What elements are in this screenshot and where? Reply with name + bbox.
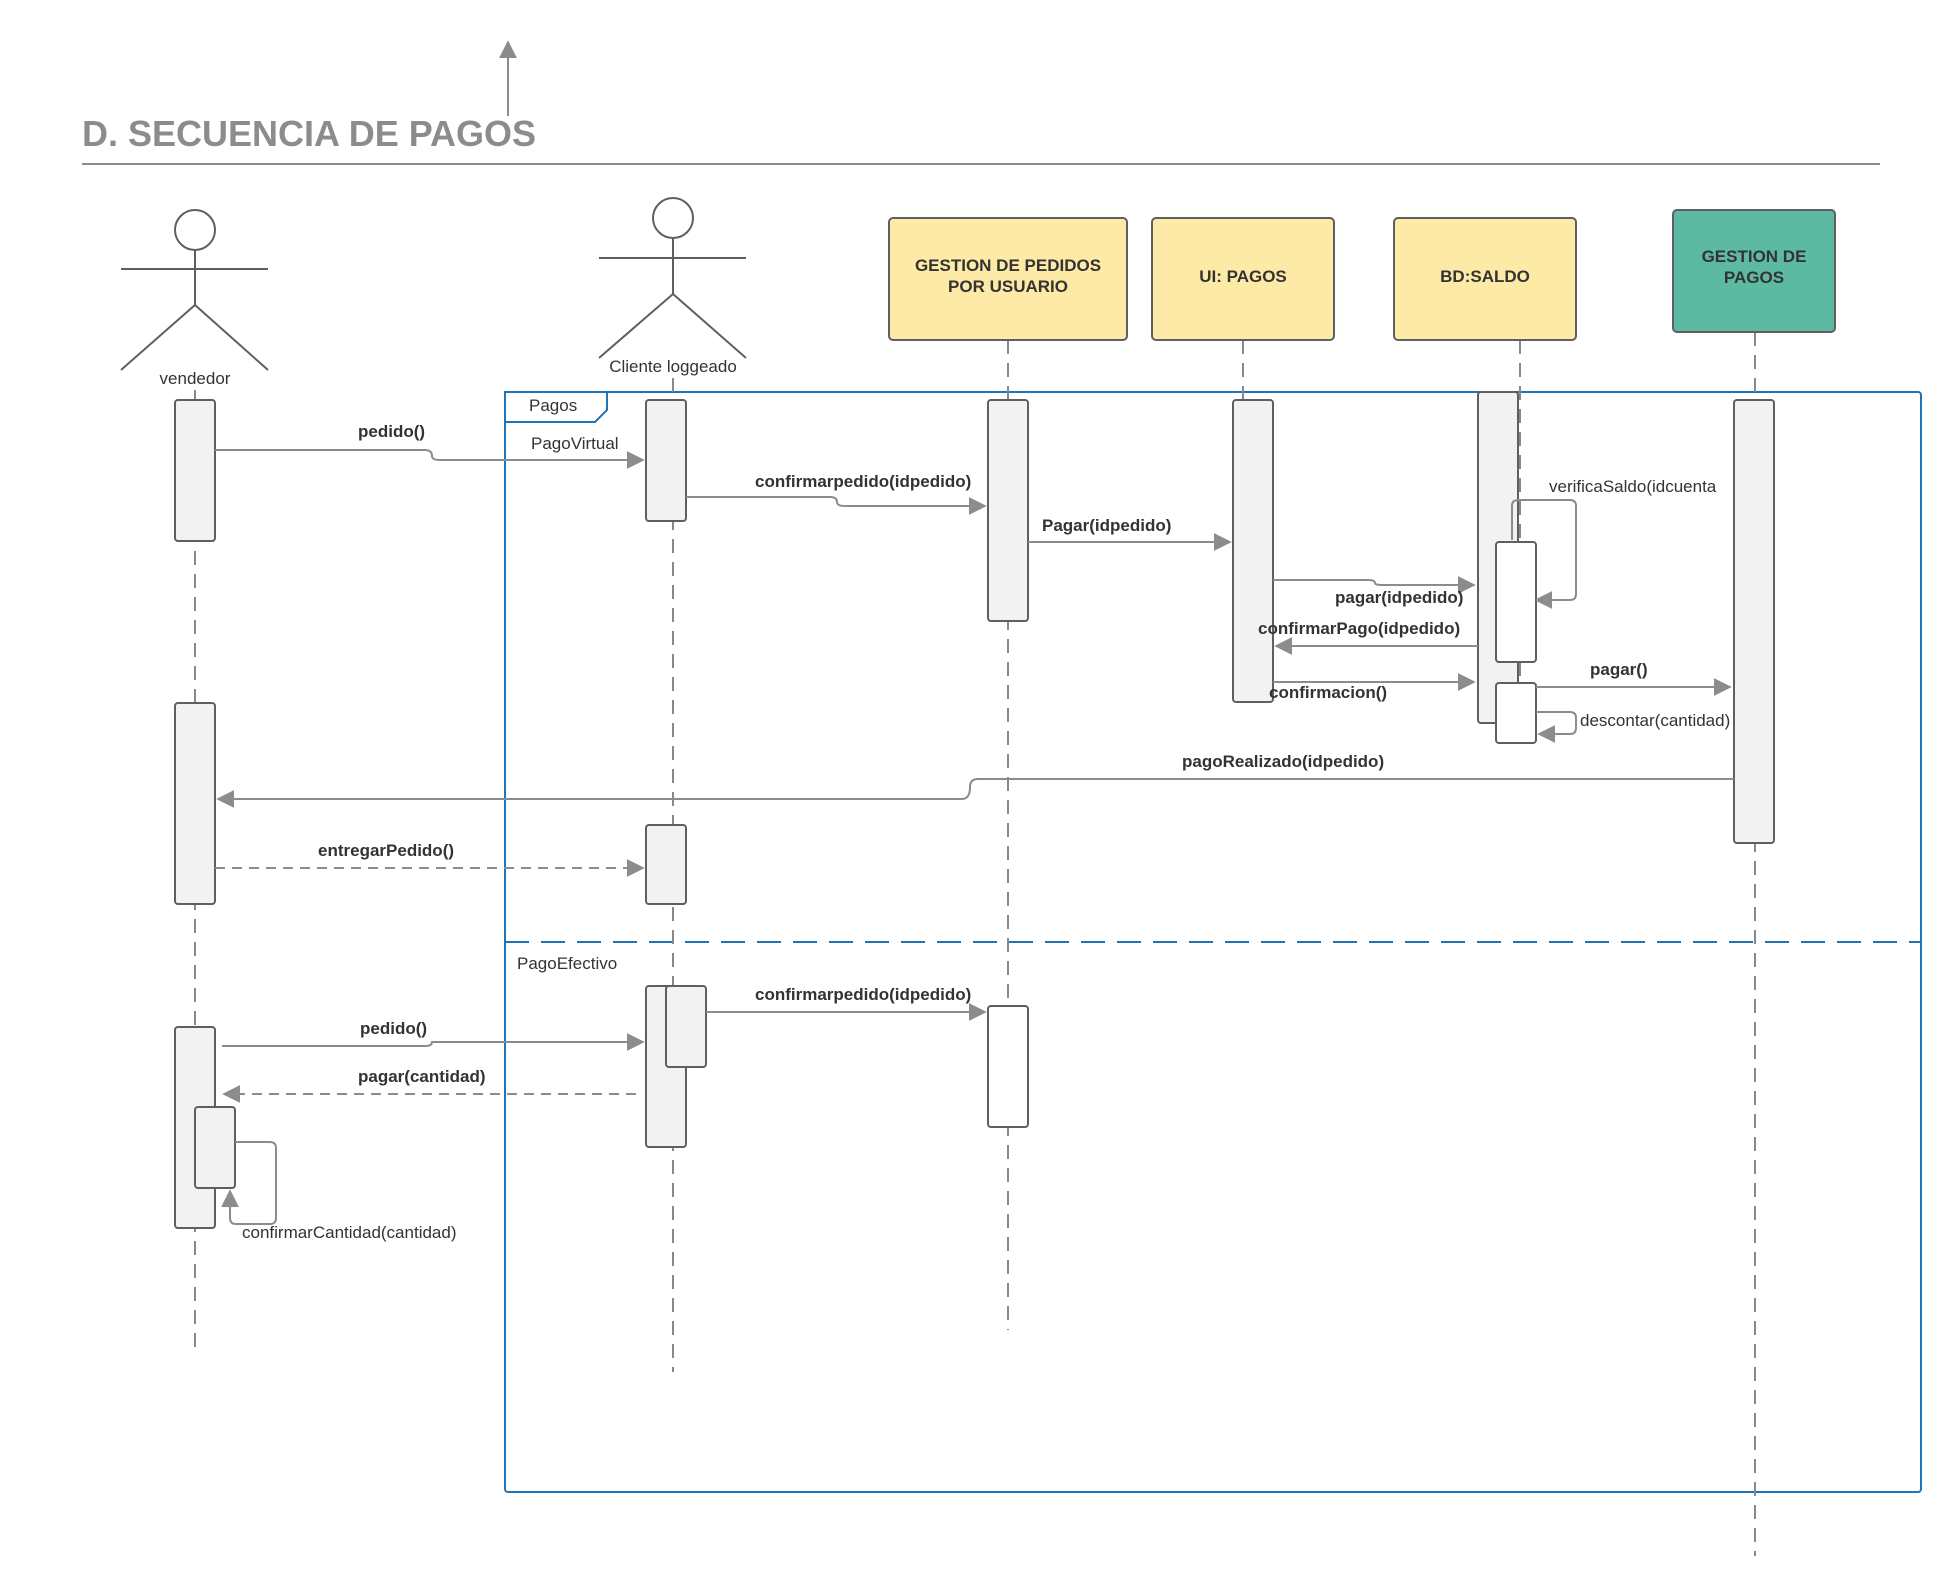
page-title: D. SECUENCIA DE PAGOS [82, 113, 536, 154]
msg-entregar-pedido-label: entregarPedido() [318, 841, 454, 860]
activation-cliente-1 [645, 399, 687, 522]
msg-verifica-saldo-label: verificaSaldo(idcuenta [1549, 477, 1717, 496]
msg-confirmarpedido-1-label: confirmarpedido(idpedido) [755, 472, 971, 491]
activation-cliente-2 [645, 824, 687, 905]
object-bd-saldo-label: BD:SALDO [1440, 267, 1530, 286]
actor-vendedor-label: vendedor [160, 369, 231, 388]
object-gestion-pagos-line2: PAGOS [1724, 268, 1784, 287]
object-gestion-pedidos-box [888, 217, 1128, 341]
msg-pagar-cantidad-label: pagar(cantidad) [358, 1067, 486, 1086]
msg-confirmar-cantidad-label: confirmarCantidad(cantidad) [242, 1223, 457, 1242]
msg-descontar-label: descontar(cantidad) [1580, 711, 1730, 730]
guard-pago-virtual: PagoVirtual [531, 434, 619, 453]
activation-gestion-pedidos-2 [987, 1005, 1029, 1128]
actor-vendedor: vendedor [120, 209, 269, 388]
actor-cliente-leg-right [672, 293, 747, 359]
object-gestion-pedidos-line2: POR USUARIO [948, 277, 1068, 296]
msg-pedido-2-label: pedido() [360, 1019, 427, 1038]
object-gestion-pagos-line1: GESTION DE [1702, 247, 1807, 266]
msg-pedido-1-line [215, 449, 645, 469]
msg-confirmar-pago-label: confirmarPago(idpedido) [1258, 619, 1460, 638]
msg-pagar-idpedido-line [1273, 576, 1476, 594]
guard-pago-efectivo: PagoEfectivo [517, 954, 617, 973]
alt-frame-label: Pagos [529, 396, 577, 415]
actor-cliente-label: Cliente loggeado [609, 357, 737, 376]
msg-pagar-label: pagar() [1590, 660, 1648, 679]
activation-bd-saldo-nested-2 [1495, 682, 1537, 744]
object-ui-pagos-box [1151, 217, 1335, 341]
activations [174, 391, 1775, 1229]
msg-descontar-line [1536, 711, 1577, 743]
alt-frame-label-tab [504, 391, 608, 423]
activation-gestion-pedidos-1 [987, 399, 1029, 622]
activation-vendedor-3-nested [194, 1106, 236, 1189]
object-gestion-pedidos: GESTION DE PEDIDOS POR USUARIO [888, 217, 1128, 341]
activation-vendedor-2 [174, 702, 216, 905]
activation-ui-pagos [1232, 399, 1274, 703]
msg-pedido-1-label: pedido() [358, 422, 425, 441]
activation-vendedor-1 [174, 399, 216, 542]
actor-cliente: Cliente loggeado [598, 197, 747, 376]
activation-bd-saldo-nested-1 [1495, 541, 1537, 663]
actor-cliente-head [652, 197, 694, 239]
object-gestion-pagos-box [1672, 209, 1836, 333]
actor-vendedor-leg-left [120, 304, 196, 371]
msg-pago-realizado-label: pagoRealizado(idpedido) [1182, 752, 1384, 771]
msg-verifica-saldo-line [1511, 499, 1577, 609]
msg-confirmarpedido-1-line [686, 496, 987, 515]
actor-vendedor-leg-right [194, 304, 269, 371]
msg-confirmar-cantidad-line [221, 1141, 277, 1225]
actor-cliente-leg-left [598, 293, 674, 359]
messages: pedido() confirmarpedido(idpedido) Pagar… [215, 422, 1734, 1242]
msg-confirmarpedido-2-label: confirmarpedido(idpedido) [755, 985, 971, 1004]
activation-gestion-pagos [1733, 399, 1775, 844]
msg-confirmacion-label: confirmacion() [1269, 683, 1387, 702]
lifelines [194, 332, 1756, 1556]
object-bd-saldo: BD:SALDO [1393, 217, 1577, 341]
msg-pedido-2-line [222, 1033, 645, 1051]
msg-pago-realizado-line [216, 778, 1734, 808]
activation-cliente-3-nested [665, 985, 707, 1068]
msg-pagar-idpedido-cap-label: Pagar(idpedido) [1042, 516, 1171, 535]
object-gestion-pedidos-line1: GESTION DE PEDIDOS [915, 256, 1101, 275]
object-gestion-pagos: GESTION DE PAGOS [1672, 209, 1836, 333]
msg-pagar-idpedido-label: pagar(idpedido) [1335, 588, 1463, 607]
object-ui-pagos-label: UI: PAGOS [1199, 267, 1287, 286]
actor-vendedor-head [174, 209, 216, 251]
alt-frame: Pagos PagoVirtual PagoEfectivo [504, 391, 1922, 1493]
title-group: D. SECUENCIA DE PAGOS [82, 40, 1880, 165]
object-ui-pagos: UI: PAGOS [1151, 217, 1335, 341]
object-bd-saldo-box [1393, 217, 1577, 341]
